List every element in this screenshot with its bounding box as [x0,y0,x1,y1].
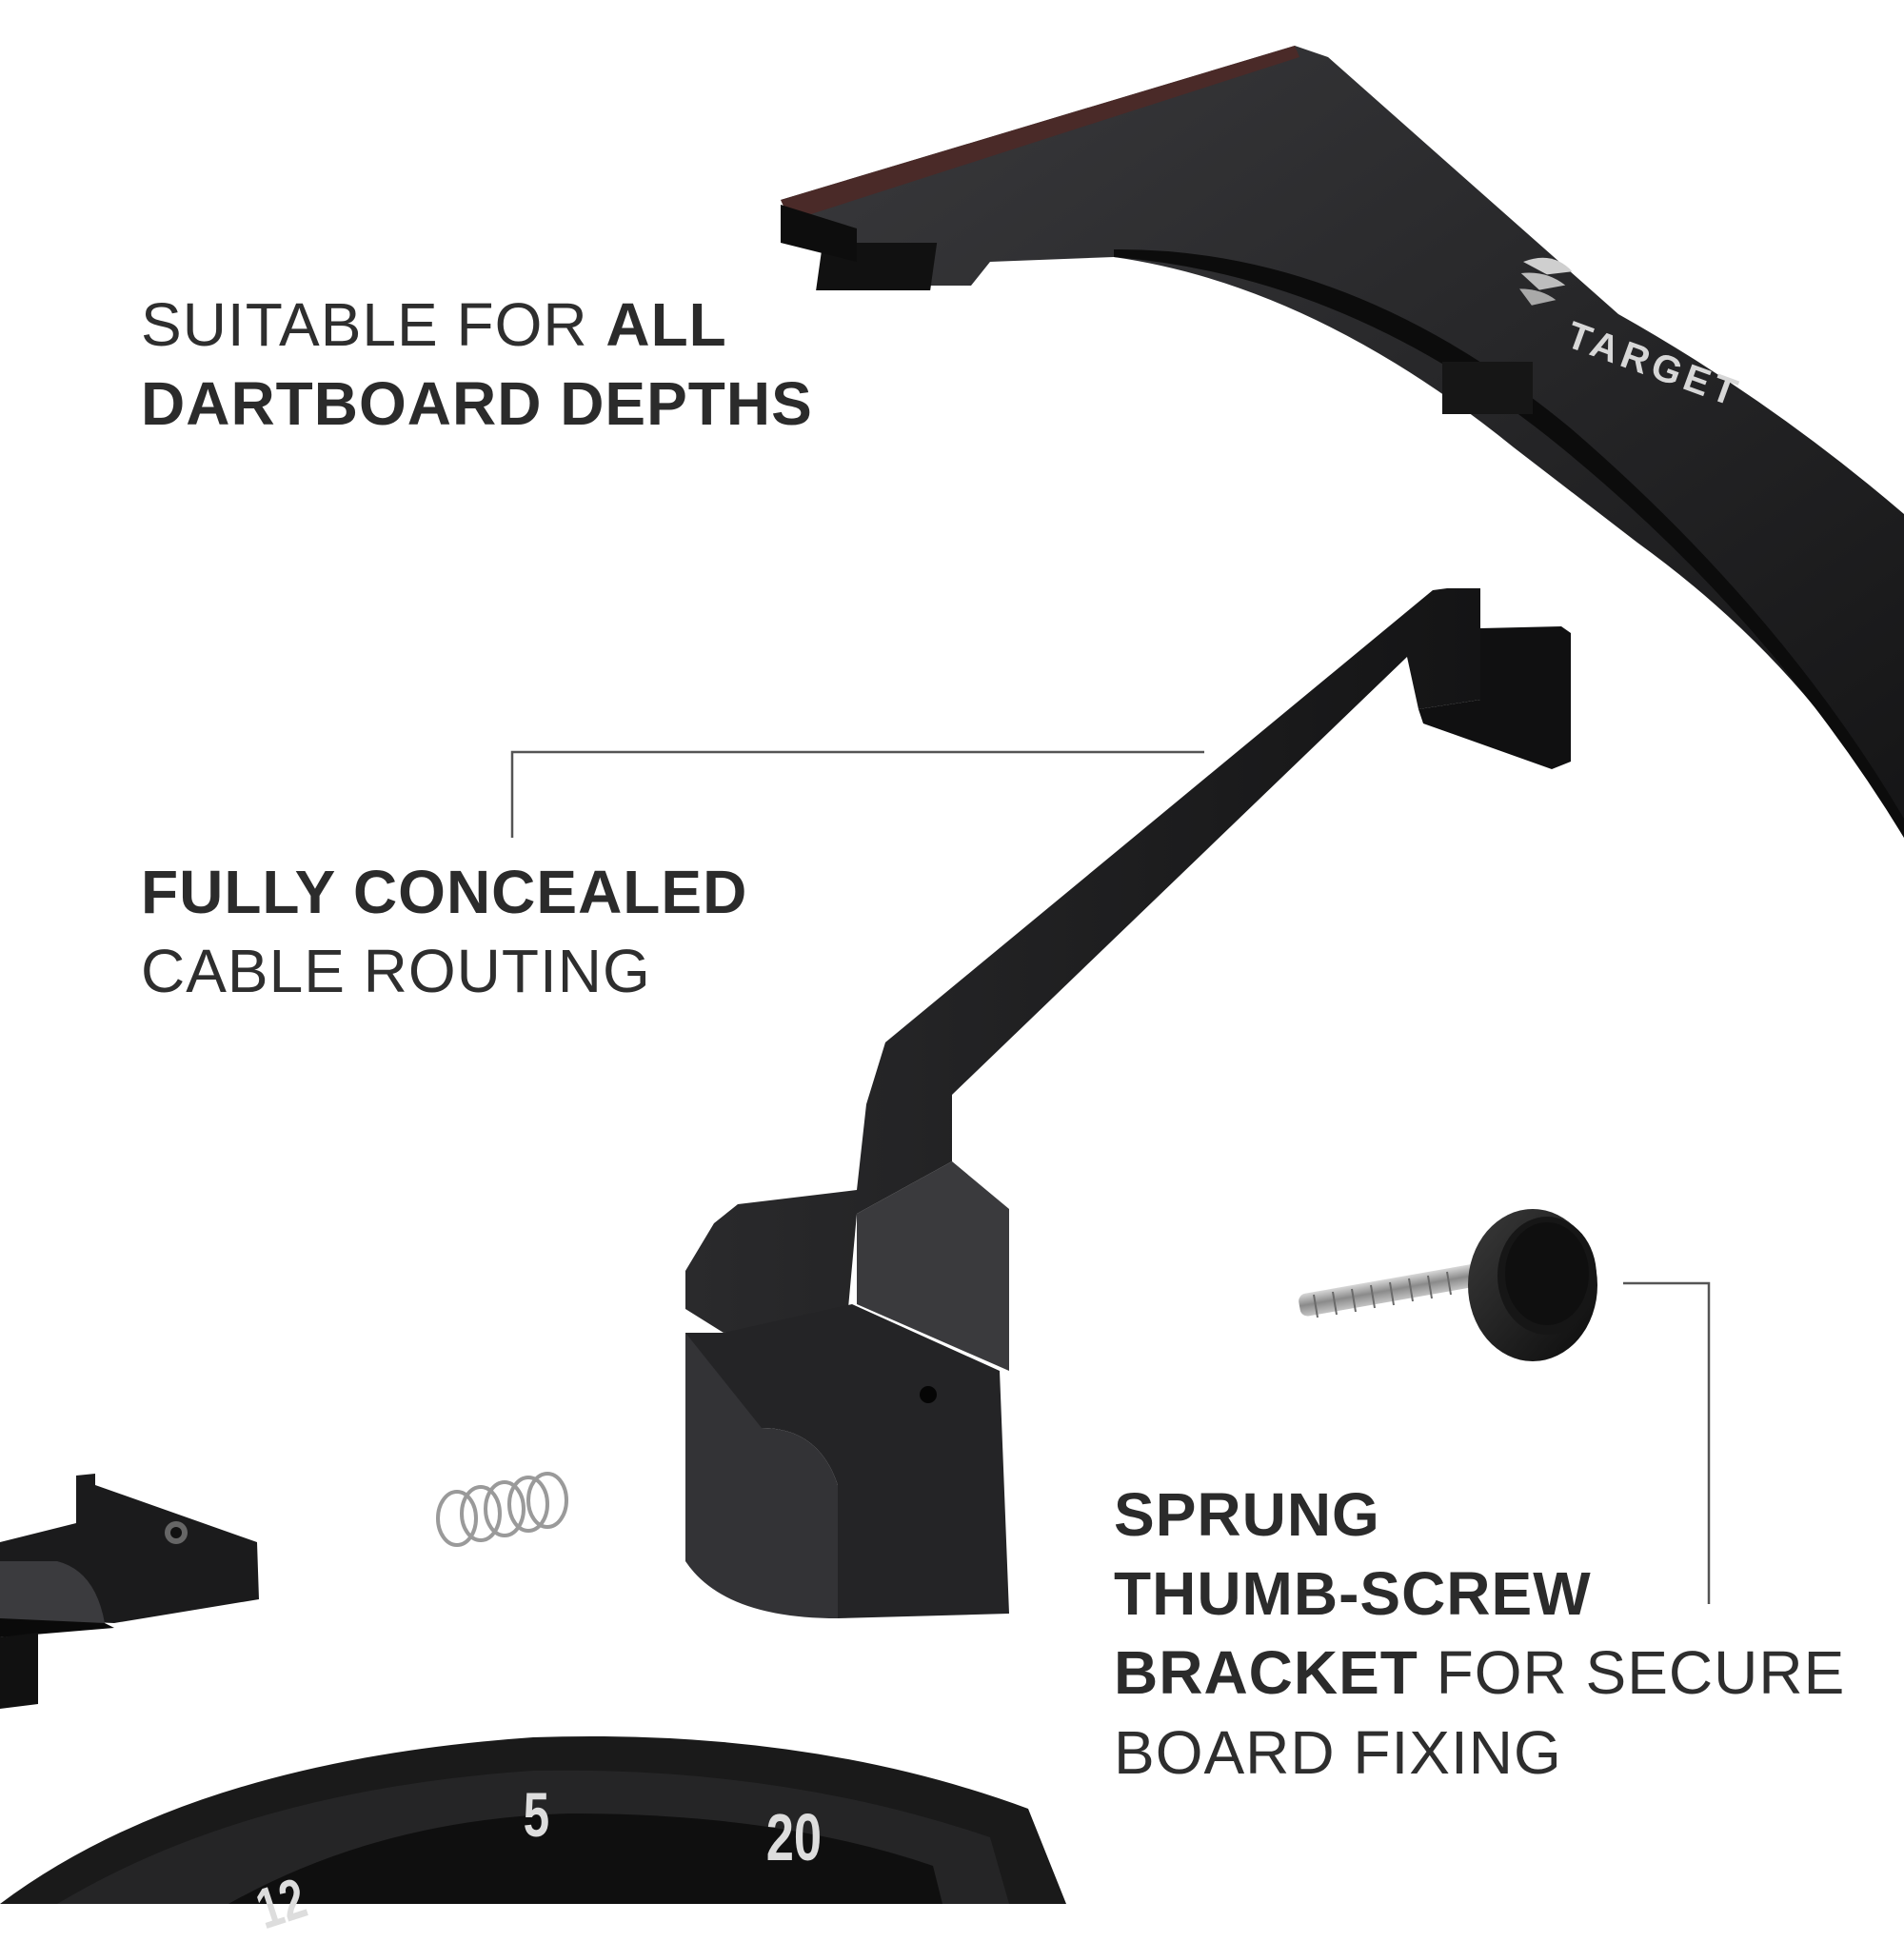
caption-bracket-bold-3: BRACKET [1114,1638,1418,1708]
caption-bracket-bold-1: SPRUNG [1114,1480,1380,1549]
caption-thumb-screw-bracket: SPRUNG THUMB-SCREW BRACKET FOR SECURE BO… [1114,1476,1845,1793]
spring [436,1472,568,1547]
thumb-screw [1299,1209,1597,1361]
caption-depths-bold: ALL [605,290,727,359]
caption-dartboard-depths: SUITABLE FOR ALL DARTBOARD DEPTHS [141,286,813,444]
caption-cable-bold: FULLY CONCEALED [141,858,748,926]
caption-depths-bold-2: DARTBOARD DEPTHS [141,369,813,439]
dartboard-number-5: 5 [523,1779,550,1850]
caption-cable-light: CABLE ROUTING [141,937,651,1006]
dartboard-number-20: 20 [765,1800,823,1874]
target-logo-icon [1519,257,1573,306]
caption-cable-routing: FULLY CONCEALED CABLE ROUTING [141,853,747,1011]
caption-bracket-bold-2: THUMB-SCREW [1114,1559,1592,1629]
caption-depths-light: SUITABLE FOR [141,290,606,359]
caption-bracket-light-1: FOR SECURE [1418,1638,1846,1708]
leader-lines [510,750,1711,1604]
dartboard [0,1735,1066,1904]
clip-bracket [0,1474,259,1709]
top-bracket [781,46,1904,838]
arm-bracket [685,588,1571,1618]
caption-bracket-light-2: BOARD FIXING [1114,1717,1562,1787]
